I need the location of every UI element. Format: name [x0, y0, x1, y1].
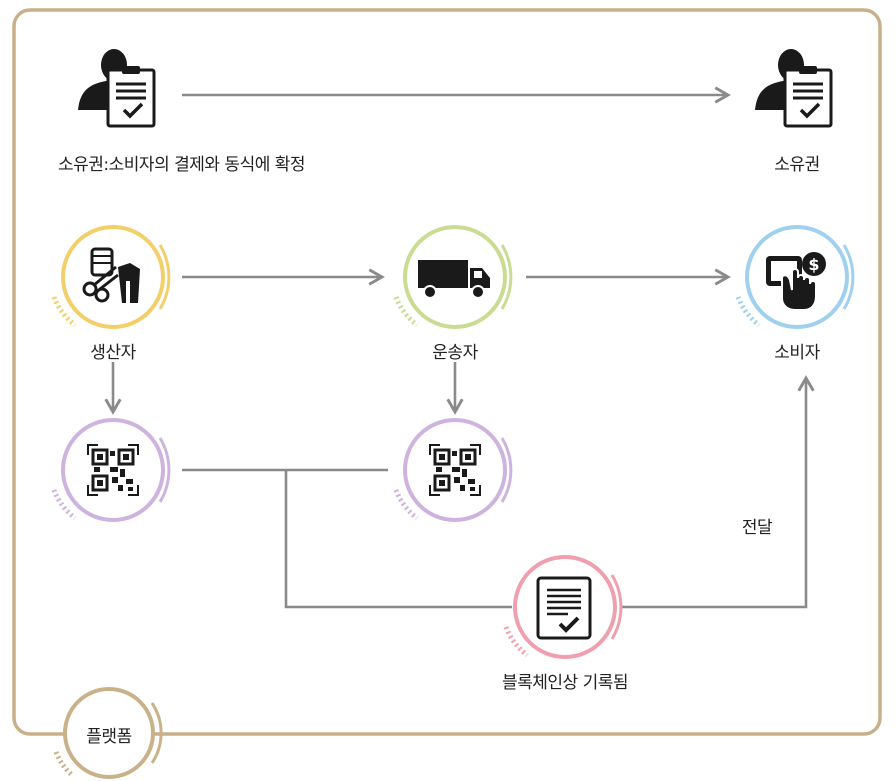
owner-top-left-label: 소유권:소비자의 결제와 동식에 확정: [58, 155, 306, 175]
carrier-node: [393, 225, 513, 329]
blockchain-node: [503, 555, 623, 659]
sewing-tools-icon: [82, 247, 140, 303]
consumer-label: 소비자: [774, 343, 820, 363]
qr-to-blockchain-line: [284, 470, 512, 609]
producer-node: [51, 225, 171, 329]
platform-label: 플랫폼: [86, 727, 132, 747]
mobile-payment-icon: $: [766, 252, 826, 311]
qr-code-icon: [87, 444, 139, 496]
deliver-edge-label: 전달: [741, 518, 773, 538]
consumer-node: $: [735, 225, 855, 329]
qr-code-icon: [429, 444, 481, 496]
blockchain-label: 블록체인상 기록됨: [501, 673, 629, 693]
qr-producer-node: [51, 418, 171, 522]
person-with-certificate-icon: [78, 49, 156, 128]
document-check-icon: [536, 576, 592, 640]
svg-text:$: $: [808, 255, 819, 274]
blockchain-to-consumer-arrow: [622, 375, 815, 609]
platform-node: [53, 687, 163, 779]
carrier-label: 운송자: [432, 343, 478, 363]
truck-icon: [418, 260, 490, 299]
person-with-certificate-icon: [755, 49, 833, 128]
connectors: [104, 86, 815, 609]
qr-carrier-node: [393, 418, 513, 522]
platform-frame: [12, 8, 882, 736]
producer-label: 생산자: [90, 343, 136, 363]
owner-top-right-label: 소유권: [774, 155, 820, 175]
